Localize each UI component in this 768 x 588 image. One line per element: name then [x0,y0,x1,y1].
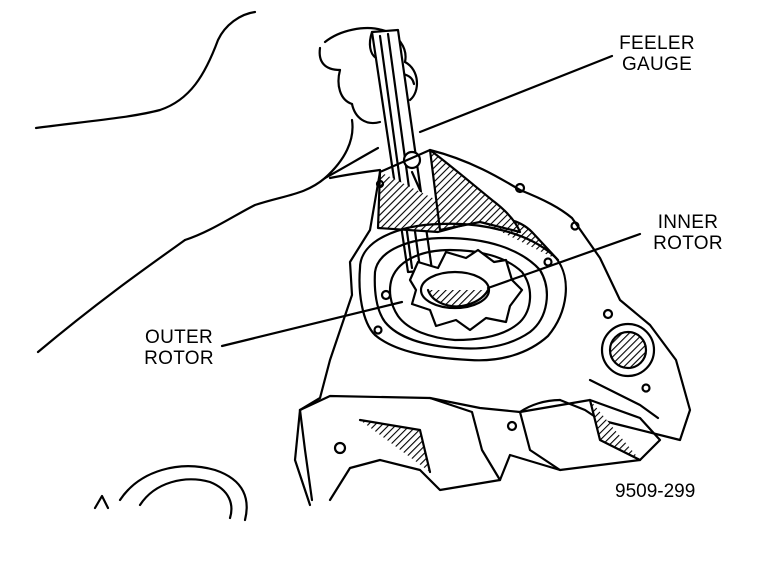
figure-number: 9509-299 [615,481,696,502]
feeler-gauge-label: FEELER GAUGE [614,33,700,75]
arm [34,10,382,354]
inner-rotor-label-line2: ROTOR [653,233,723,254]
mounting-flange [93,394,662,522]
feeler-gauge [368,28,434,274]
outer-rotor-label: OUTER ROTOR [139,327,219,369]
outer-rotor-label-line1: OUTER [145,327,213,348]
inner-rotor-label: INNER ROTOR [648,212,728,254]
pump-bore [588,308,660,420]
outer-rotor-label-line2: ROTOR [144,348,214,369]
inner-rotor-label-line1: INNER [657,212,719,233]
feeler-gauge-label-line1: FEELER [619,33,695,54]
outer-rotor [388,248,532,342]
feeler-gauge-label-line2: GAUGE [621,54,693,75]
pump-body [298,148,692,502]
inner-rotor [408,248,524,332]
leader-lines [220,54,642,348]
rotor-housing [358,179,580,362]
